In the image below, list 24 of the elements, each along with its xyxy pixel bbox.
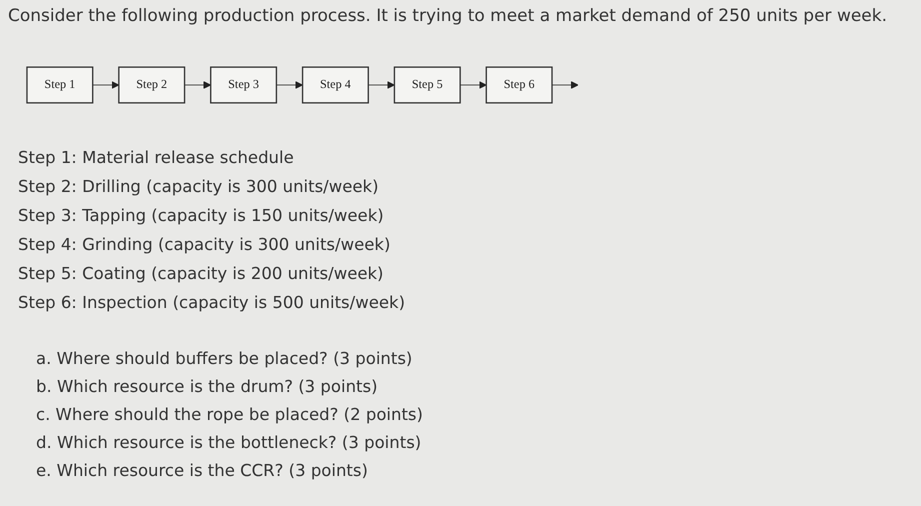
step-description: Step 4: Grinding (capacity is 300 units/week): [18, 234, 392, 256]
question-text: d. Which resource is the bottleneck? (3 points): [36, 432, 422, 454]
arrow: [276, 81, 303, 89]
question-text: b. Which resource is the drum? (3 points): [36, 376, 379, 398]
node-box: Step 4: [302, 66, 369, 104]
arrow: [552, 81, 578, 89]
node-box: Step 1: [26, 66, 94, 104]
node-box: Step 2: [118, 66, 186, 104]
node-box: Step 6: [486, 66, 553, 104]
arrow: [460, 81, 487, 89]
step-description: Step 5: Coating (capacity is 200 units/week): [18, 263, 384, 285]
question-text: c. Where should the rope be placed? (2 points): [36, 404, 423, 426]
step-description: Step 2: Drilling (capacity is 300 units/week): [18, 176, 380, 198]
node-box: Step 3: [210, 66, 278, 104]
step-description: Step 3: Tapping (capacity is 150 units/week): [18, 205, 385, 227]
node-box: Step 5: [394, 66, 461, 104]
question-title: Consider the following production process. It is trying to meet a market demand of 250 units per week.: [8, 6, 888, 26]
question-text: e. Which resource is the CCR? (3 points): [36, 460, 369, 482]
step-description: Step 6: Inspection (capacity is 500 units/week): [18, 292, 406, 314]
question-text: a. Where should buffers be placed? (3 points): [36, 348, 414, 370]
step-description: Step 1: Material release schedule: [18, 147, 295, 169]
arrow: [92, 81, 120, 89]
arrow: [368, 81, 395, 89]
arrow: [184, 81, 212, 89]
